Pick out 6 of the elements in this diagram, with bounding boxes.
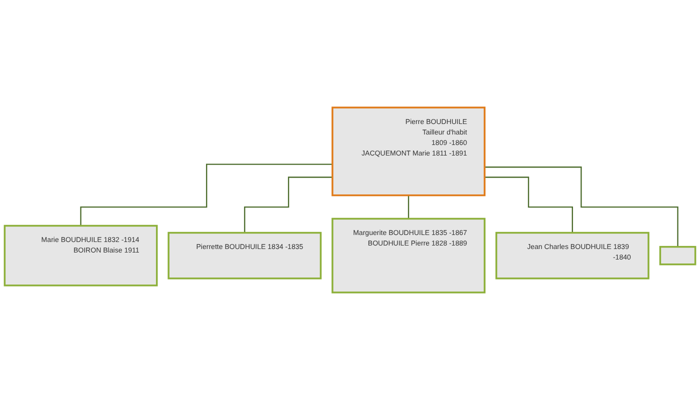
connector — [484, 166, 678, 248]
connector — [484, 176, 573, 234]
connector — [244, 176, 332, 234]
node-box — [659, 246, 696, 266]
connector — [408, 194, 410, 220]
connector — [80, 164, 332, 226]
